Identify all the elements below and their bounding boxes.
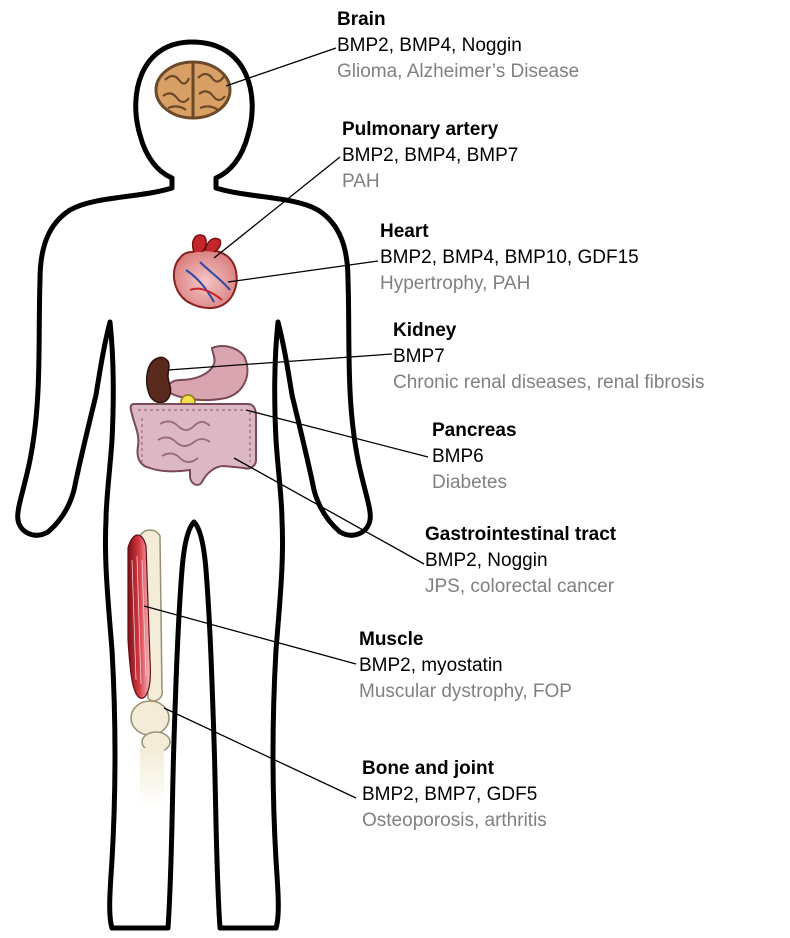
organ-diseases: Diabetes	[432, 470, 517, 496]
leader-line-heart	[228, 261, 378, 282]
label-pulmonary-artery: Pulmonary artery BMP2, BMP4, BMP7 PAH	[342, 117, 518, 195]
organ-diseases: JPS, colorectal cancer	[425, 574, 616, 600]
organ-diseases: Chronic renal diseases, renal fibrosis	[393, 370, 705, 396]
leader-line-bone-and-joint	[164, 708, 356, 798]
label-muscle: Muscle BMP2, myostatin Muscular dystroph…	[359, 627, 572, 705]
label-brain: Brain BMP2, BMP4, Noggin Glioma, Alzheim…	[337, 7, 579, 85]
label-pancreas: Pancreas BMP6 Diabetes	[432, 418, 517, 496]
organ-diseases: PAH	[342, 169, 518, 195]
organ-genes: BMP2, BMP4, Noggin	[337, 33, 579, 59]
organ-genes: BMP7	[393, 344, 705, 370]
organ-diseases: Hypertrophy, PAH	[380, 271, 639, 297]
organ-name: Pulmonary artery	[342, 117, 518, 143]
organ-genes: BMP2, BMP4, BMP7	[342, 143, 518, 169]
organ-name: Pancreas	[432, 418, 517, 444]
organ-name: Gastrointestinal tract	[425, 522, 616, 548]
organ-genes: BMP2, BMP4, BMP10, GDF15	[380, 245, 639, 271]
organ-diseases: Muscular dystrophy, FOP	[359, 679, 572, 705]
organ-genes: BMP6	[432, 444, 517, 470]
organ-genes: BMP2, myostatin	[359, 653, 572, 679]
muscle-icon	[128, 535, 150, 698]
organ-diseases: Osteoporosis, arthritis	[362, 808, 547, 834]
organ-name: Kidney	[393, 318, 705, 344]
organ-name: Brain	[337, 7, 579, 33]
organ-diseases: Glioma, Alzheimer’s Disease	[337, 59, 579, 85]
intestine-icon	[131, 404, 256, 485]
label-bone-and-joint: Bone and joint BMP2, BMP7, GDF5 Osteopor…	[362, 756, 547, 834]
label-gastrointestinal-tract: Gastrointestinal tract BMP2, Noggin JPS,…	[425, 522, 616, 600]
organ-name: Heart	[380, 219, 639, 245]
stomach-icon	[168, 346, 247, 400]
brain-icon	[156, 62, 230, 118]
leader-line-gastrointestinal-tract	[234, 458, 424, 564]
label-heart: Heart BMP2, BMP4, BMP10, GDF15 Hypertrop…	[380, 219, 639, 297]
leader-line-kidney	[168, 354, 392, 370]
organ-name: Bone and joint	[362, 756, 547, 782]
organ-genes: BMP2, Noggin	[425, 548, 616, 574]
heart-icon	[174, 235, 237, 308]
organ-genes: BMP2, BMP7, GDF5	[362, 782, 547, 808]
leader-line-pulmonary-artery	[214, 157, 340, 258]
kidney-icon	[147, 357, 171, 402]
organ-name: Muscle	[359, 627, 572, 653]
label-kidney: Kidney BMP7 Chronic renal diseases, rena…	[393, 318, 705, 396]
